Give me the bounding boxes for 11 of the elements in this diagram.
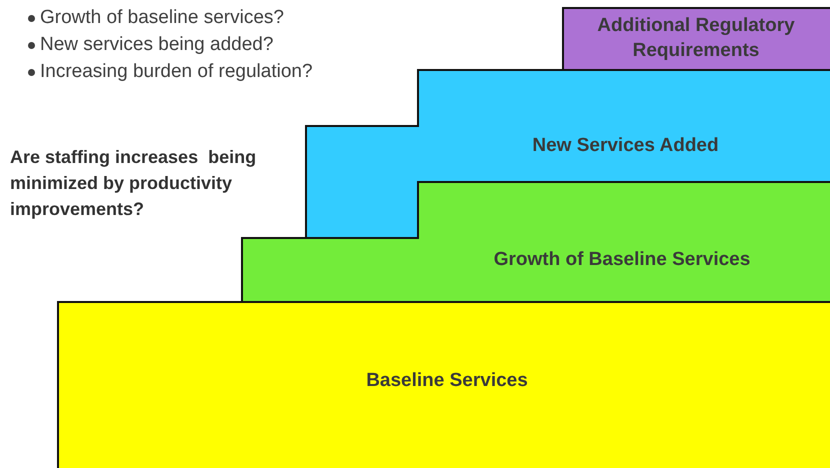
question-text: Are staffing increases being minimized by productivity improvements? bbox=[10, 146, 258, 221]
question-text: Growth of baseline services? bbox=[40, 6, 284, 30]
step-label: Baseline Services bbox=[366, 369, 528, 393]
step-label: Additional Regulatory Requirements bbox=[596, 14, 796, 63]
regulatory-step bbox=[562, 7, 830, 71]
question-text: New services being added? bbox=[40, 33, 274, 57]
step-label: Growth of Baseline Services bbox=[494, 248, 750, 272]
question-text: Increasing burden of regulation? bbox=[40, 60, 313, 84]
growth-step bbox=[241, 181, 830, 303]
baseline-step bbox=[57, 301, 830, 468]
step-label: New Services Added bbox=[532, 134, 719, 158]
